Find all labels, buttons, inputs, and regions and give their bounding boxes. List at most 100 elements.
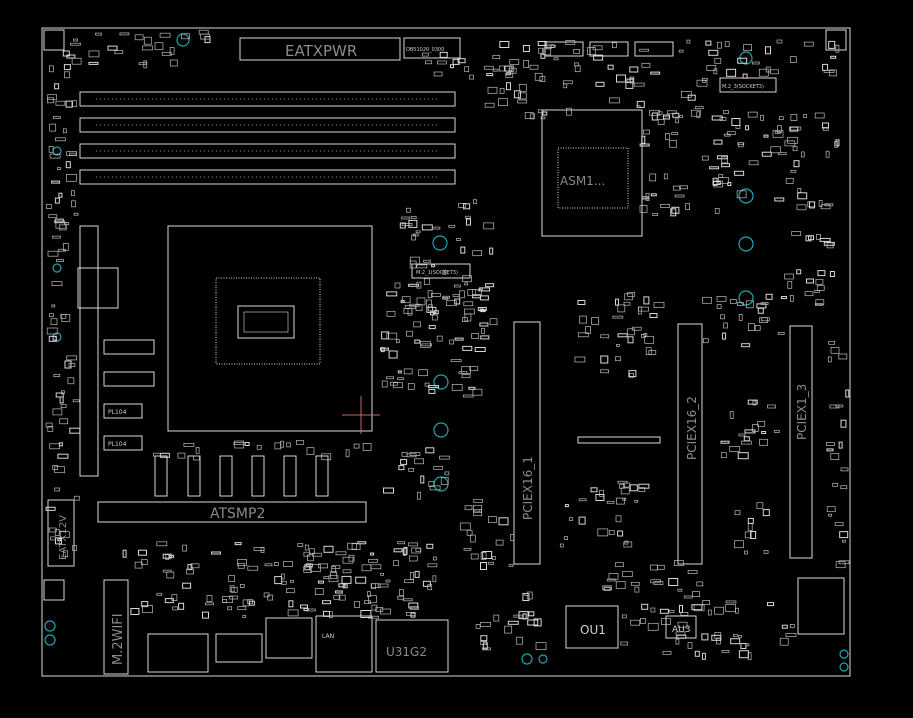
smd-component xyxy=(724,41,730,48)
smd-component xyxy=(641,196,649,200)
usb-port-block[interactable] xyxy=(147,633,209,673)
smd-component xyxy=(744,550,748,555)
smd-component xyxy=(748,323,755,331)
smd-component xyxy=(51,304,56,308)
fan-header-1[interactable] xyxy=(544,41,584,57)
smd-component xyxy=(468,386,476,390)
smd-component xyxy=(182,544,187,552)
smd-component xyxy=(509,65,515,73)
header-small-top[interactable] xyxy=(403,37,461,59)
cpu-socket-outline[interactable] xyxy=(167,225,373,432)
pcie-slot-2[interactable] xyxy=(677,323,703,565)
smd-component xyxy=(523,60,529,68)
dimm-slot-1[interactable] xyxy=(79,91,456,107)
smd-component xyxy=(57,453,69,459)
chipset-outline[interactable] xyxy=(541,109,643,237)
smd-component xyxy=(513,614,524,618)
smd-component xyxy=(427,290,433,299)
smd-component xyxy=(46,204,52,209)
smd-component xyxy=(454,298,461,305)
smd-component xyxy=(499,88,505,94)
smd-component xyxy=(314,588,324,595)
smd-component xyxy=(475,624,481,629)
smd-component xyxy=(482,642,488,650)
usb-stack[interactable] xyxy=(375,619,449,673)
smd-component xyxy=(664,115,670,120)
smd-component xyxy=(54,197,60,204)
smd-component xyxy=(777,332,785,335)
tsmp-header[interactable] xyxy=(97,501,367,523)
smd-component xyxy=(416,297,426,306)
smd-component xyxy=(483,222,495,230)
smd-component xyxy=(410,256,420,265)
smd-component xyxy=(835,139,840,147)
fan-header-2[interactable] xyxy=(589,41,629,57)
pcie-slot-3[interactable] xyxy=(789,325,813,559)
hdmi-port[interactable] xyxy=(215,633,263,663)
choke-pl104[interactable] xyxy=(103,403,143,419)
smd-component xyxy=(386,332,398,340)
audio-codec-ou1[interactable] xyxy=(565,605,619,649)
lan-port[interactable] xyxy=(315,615,373,673)
smd-component xyxy=(678,49,684,53)
smd-component xyxy=(377,583,389,588)
smd-component xyxy=(803,41,814,47)
smd-component xyxy=(354,601,360,608)
bottom-right-header[interactable] xyxy=(797,577,845,635)
smd-component xyxy=(579,315,587,324)
smd-component xyxy=(639,205,648,213)
pcie-slot-1[interactable] xyxy=(513,321,541,565)
smd-component xyxy=(200,33,211,40)
smd-component xyxy=(826,506,836,513)
smd-component xyxy=(808,235,814,241)
smd-component xyxy=(405,611,416,616)
smd-component xyxy=(834,522,844,527)
smd-component xyxy=(651,112,658,121)
smd-component xyxy=(835,44,840,53)
smd-component xyxy=(676,634,687,639)
m2-1-socket[interactable] xyxy=(411,263,471,279)
smd-component xyxy=(156,592,163,596)
pcie-small-bar[interactable] xyxy=(577,436,661,444)
smd-component xyxy=(451,384,463,391)
smd-component xyxy=(660,204,670,208)
smd-component xyxy=(530,113,535,120)
smd-component xyxy=(47,97,54,104)
smd-component xyxy=(779,637,789,646)
smd-component xyxy=(763,134,769,138)
eatx12v-connector[interactable] xyxy=(47,499,75,567)
smd-component xyxy=(66,173,77,182)
fan-header-3[interactable] xyxy=(634,41,674,57)
m2-3-socket[interactable] xyxy=(719,77,777,93)
dimm-slot-2[interactable] xyxy=(79,117,456,133)
smd-component xyxy=(822,63,829,71)
smd-component xyxy=(439,51,448,58)
choke-pl104b[interactable] xyxy=(103,435,143,451)
dp-port[interactable] xyxy=(265,617,313,659)
smd-component xyxy=(54,466,65,474)
smd-component xyxy=(479,322,489,327)
smd-component xyxy=(707,609,712,616)
smd-component xyxy=(481,327,485,334)
atx-power-connector[interactable] xyxy=(239,37,401,61)
smd-component xyxy=(608,573,619,580)
m2-wifi-socket[interactable] xyxy=(103,579,129,675)
smd-component xyxy=(692,591,700,597)
smd-component xyxy=(701,633,709,641)
smd-component xyxy=(454,284,461,288)
smd-component xyxy=(310,564,321,572)
smd-component xyxy=(527,619,539,626)
smd-component xyxy=(114,50,124,55)
smd-component xyxy=(640,618,646,624)
smd-component xyxy=(45,422,53,428)
smd-component xyxy=(66,54,76,59)
dimm-slot-3[interactable] xyxy=(79,143,456,159)
smd-component xyxy=(760,114,764,121)
smd-component xyxy=(473,509,481,513)
smd-component xyxy=(725,604,736,612)
dimm-slot-4[interactable] xyxy=(79,169,456,185)
smd-component xyxy=(375,607,384,612)
smd-component xyxy=(630,619,641,626)
smd-component xyxy=(835,561,846,569)
smd-component xyxy=(247,565,259,571)
